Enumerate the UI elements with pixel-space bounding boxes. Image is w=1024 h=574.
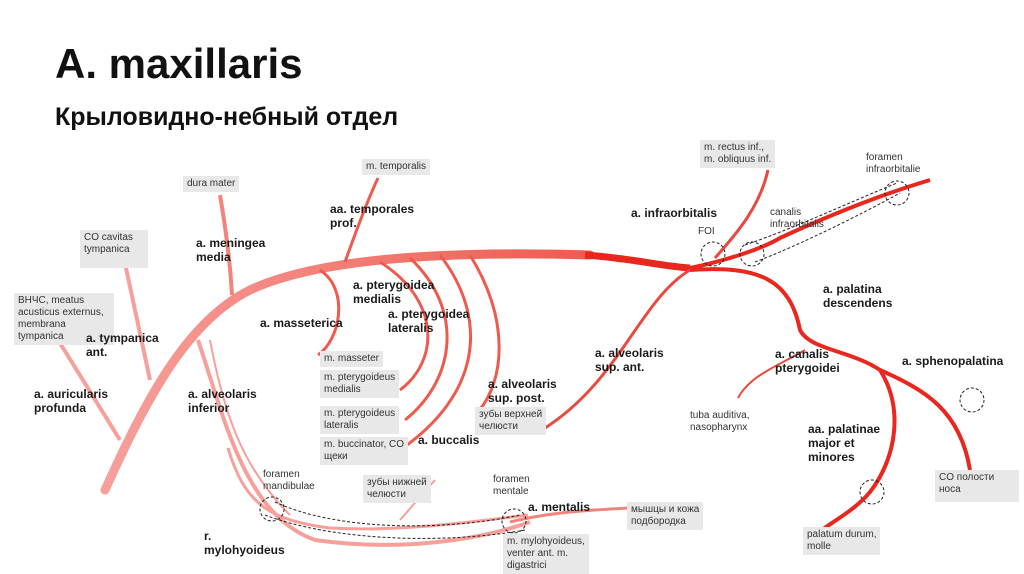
label-palatinae: aa. palatinae major et minores [808, 422, 881, 464]
box-pterygoideus-lateralis: m. pterygoideus lateralis [320, 406, 400, 434]
foramen-foi [700, 241, 726, 267]
foramen-palatinum [859, 479, 885, 505]
vessel-buccalis [399, 254, 472, 452]
note-foi: FOI [698, 226, 715, 237]
box-zuby-verhnej: зубы верхней челюсти [475, 407, 547, 435]
box-temporalis: m. temporalis [362, 159, 431, 175]
canal-infraorbitalis [744, 182, 901, 263]
box-palatum: palatum durum, molle [803, 527, 881, 555]
vessel-auricularis-profunda [53, 333, 122, 442]
vessel-temporales-prof [343, 177, 380, 263]
page-subtitle: Крыловидно-небный отдел [55, 103, 399, 131]
box-myshcy-kozha: мышцы и кожа подбородка [627, 502, 704, 530]
label-meningea: a. meningea media [196, 236, 266, 264]
canal-mandibularis [264, 501, 526, 539]
vessel-canalis-pterygoidei [737, 349, 806, 399]
vessel-maxillaris-trunk [100, 249, 595, 495]
box-pterygoideus-medialis: m. pterygoideus medialis [320, 370, 400, 398]
vessel-pterygoidea-medialis [379, 260, 430, 392]
vessel-mentalis [509, 506, 629, 524]
label-infraorbitalis: a. infraorbitalis [631, 206, 718, 220]
label-palatina-descendens: a. palatina descendens [823, 282, 893, 310]
box-buccinator: m. buccinator, CO щеки [320, 437, 409, 465]
vessel-palatina-descendens [689, 267, 882, 372]
foramen-mandibulae [259, 496, 285, 522]
box-rectus-obliquus: m. rectus inf., m. obliquus inf. [700, 140, 776, 168]
label-alveolaris-ant: a. alveolaris sup. ant. [595, 346, 664, 374]
label-pterygoidea-lateralis: a. pterygoidea lateralis [388, 307, 470, 335]
label-buccalis: a. buccalis [418, 433, 480, 447]
vessel-alveolaris-sup-ant [544, 268, 691, 430]
label-sphenopalatina: a. sphenopalatina [902, 354, 1004, 368]
vessel-alveolaris-inferior-parallel [226, 447, 529, 531]
foramen-infraorbitale [884, 180, 910, 206]
box-masseter: m. masseter [320, 351, 384, 367]
vessel-alveolaris-sup-post [468, 254, 501, 413]
label-alveolaris-post: a. alveolaris sup. post. [488, 377, 557, 405]
foramen-sphenopalatinum [959, 387, 985, 413]
label-masseterica: a. masseterica [260, 316, 343, 330]
vessel-sphenopalatina [879, 368, 972, 471]
box-zuby-nizhnej: зубы нижней челюсти [363, 475, 431, 503]
label-alveolaris-inferior: a. alveolaris inferior [188, 387, 257, 415]
box-co-nosa: CO полости носа [935, 470, 1019, 502]
note-foramen-infraorbitalie: foramen infraorbitalie [866, 152, 921, 175]
vessel-meningea-media [218, 194, 234, 296]
label-mylohyoideus: r. mylohyoideus [204, 529, 285, 557]
label-auricularis: a. auricularis profunda [34, 387, 109, 415]
vessel-palatinae-major [820, 368, 897, 532]
vessel-infraorbital-muscles [713, 169, 770, 259]
label-canalis-pterygoidei: a. canalis pterygoidei [775, 347, 840, 375]
label-tympanica: a. tympanica ant. [86, 331, 159, 359]
page-title: A. maxillaris [55, 40, 303, 87]
note-canalis-infraorbitalis: canalis infraorbitalis [770, 207, 824, 230]
note-tuba-auditiva: tuba auditiva, nasopharynx [690, 410, 750, 433]
label-mentalis: a. mentalis [528, 500, 591, 514]
note-foramen-mandibulae: foramen mandibulae [263, 469, 315, 492]
box-co-cavitas: CO cavitas tympanica [80, 230, 148, 268]
note-foramen-mentale: foramen mentale [493, 474, 530, 497]
foramen-mentale [501, 508, 527, 534]
box-dura-mater: dura mater [183, 176, 240, 192]
vessel-masseterica [317, 268, 341, 357]
box-mylohyoideus: m. mylohyoideus, venter ant. m. digastri… [503, 534, 589, 574]
foramen-canalis-infra [739, 241, 765, 267]
vessel-pterygoidea-lateralis [404, 256, 449, 422]
vessel-mylohyoideus [209, 339, 291, 516]
vessel-maxillaris-pterygopalatine [584, 251, 691, 272]
label-pterygoidea-medialis: a. pterygoidea medialis [353, 278, 435, 306]
label-temporales: aa. temporales prof. [330, 202, 415, 230]
box-vnchs: ВНЧС, meatus acusticus externus, membran… [14, 293, 114, 345]
